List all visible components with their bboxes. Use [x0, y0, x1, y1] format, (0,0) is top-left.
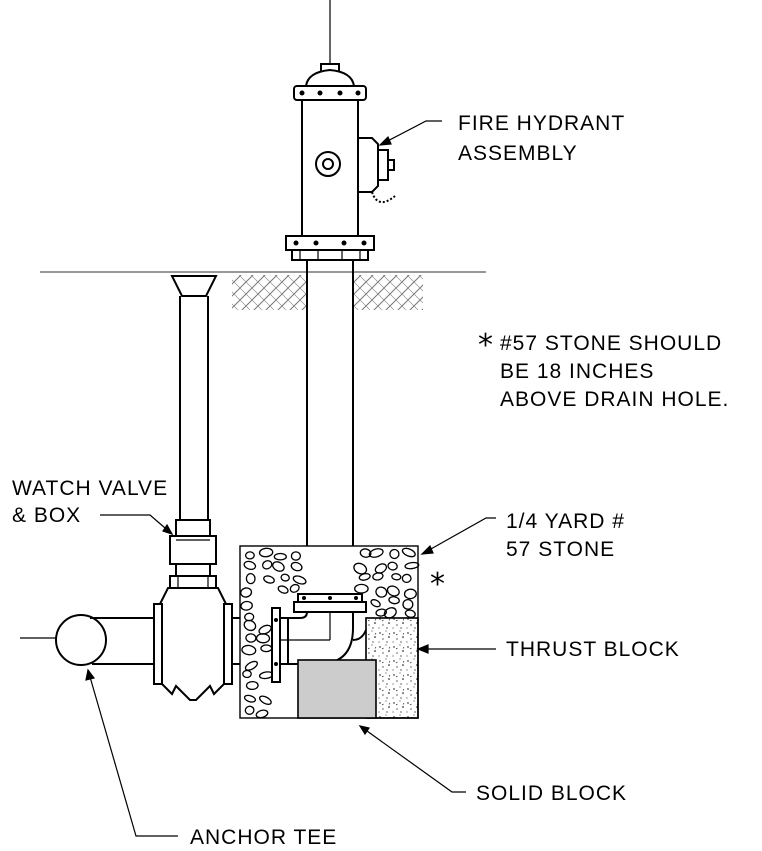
fire-hydrant-head [285, 63, 396, 261]
hydrant-elbow [271, 593, 367, 690]
stone [386, 585, 400, 597]
stone-marker: * [430, 567, 445, 602]
leader-lines [85, 120, 496, 837]
stone [404, 609, 416, 618]
solid-block [297, 659, 377, 719]
stone [389, 548, 400, 560]
soil-hatch-right [353, 275, 423, 310]
stone [403, 588, 417, 600]
label-watch-valve-2: & BOX [12, 504, 81, 527]
label-thrust-block: THRUST BLOCK [506, 638, 680, 661]
stone [263, 575, 275, 584]
label-fire-hydrant-2: ASSEMBLY [458, 142, 578, 165]
stone [258, 547, 274, 558]
valve-box [169, 275, 218, 589]
anchor-tee [20, 614, 154, 666]
label-stone-2: 57 STONE [506, 538, 615, 561]
hydrant-barrel [306, 260, 354, 600]
stone [383, 607, 397, 619]
stone [358, 572, 371, 581]
stone [372, 572, 384, 581]
note-marker: * [478, 328, 493, 363]
stone [244, 660, 258, 671]
label-anchor-tee: ANCHOR TEE [190, 826, 337, 849]
stone [243, 619, 257, 632]
stone [243, 694, 257, 703]
stone [242, 669, 252, 679]
stone [244, 705, 255, 715]
label-watch-valve-1: WATCH VALVE [12, 477, 168, 500]
stone [243, 560, 257, 571]
stone [404, 561, 420, 570]
stone [255, 633, 271, 644]
note-line-2: BE 18 INCHES [500, 360, 654, 383]
label-stone-1: 1/4 YARD # [506, 510, 625, 533]
stone [353, 562, 368, 575]
stone [258, 624, 272, 635]
stone [375, 608, 388, 617]
stone [370, 599, 381, 608]
label-fire-hydrant-1: FIRE HYDRANT [458, 112, 625, 135]
stone [245, 572, 256, 585]
stone [240, 587, 253, 598]
stone [272, 561, 285, 572]
stone [280, 573, 290, 582]
stone [261, 560, 273, 570]
watch-valve [153, 587, 233, 701]
stone [240, 600, 253, 611]
stone [368, 548, 384, 558]
stone [359, 548, 372, 558]
stone [289, 583, 300, 593]
stone [374, 563, 388, 574]
stone [290, 551, 302, 561]
stone [391, 573, 402, 581]
stone [388, 596, 400, 605]
stone [401, 547, 416, 558]
stone [258, 695, 272, 705]
stone [375, 586, 388, 598]
stone [292, 575, 307, 585]
stone [277, 585, 289, 594]
stone [241, 644, 257, 656]
note-line-1: #57 STONE SHOULD [500, 332, 722, 355]
label-solid-block: SOLID BLOCK [476, 782, 627, 805]
stone [273, 552, 287, 561]
note-line-3: ABOVE DRAIN HOLE. [500, 388, 729, 411]
stone [290, 561, 303, 572]
stone [387, 561, 398, 571]
soil-hatch-left [232, 275, 306, 310]
stone [255, 709, 269, 719]
stone [244, 551, 255, 560]
stone [401, 573, 412, 584]
stone [402, 598, 414, 610]
stone [245, 680, 259, 691]
